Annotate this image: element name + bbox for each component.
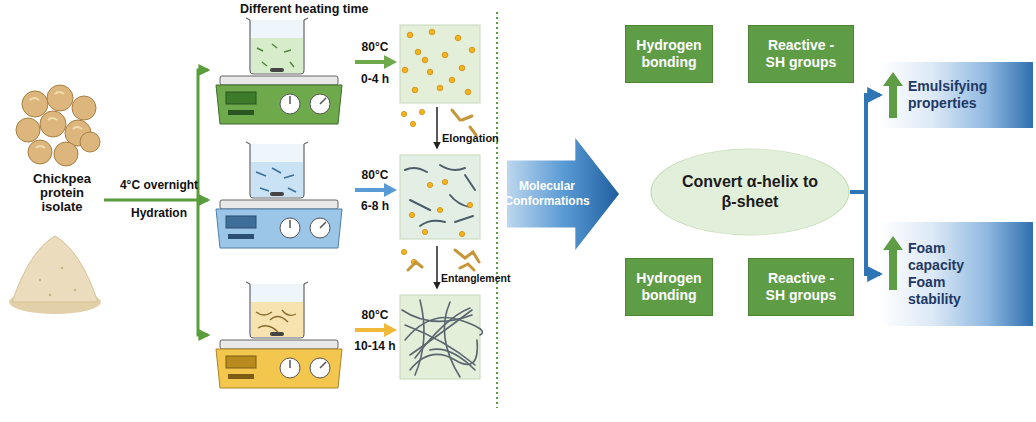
- stirrer-yellow: [216, 282, 342, 388]
- conformation-arrow: Molecular Conformations: [507, 138, 619, 250]
- separator-line: [496, 12, 498, 408]
- text-label: Chickpea protein isolate: [22, 172, 102, 214]
- text-label: Hydration: [114, 206, 204, 220]
- text-label: 80°C: [352, 168, 398, 182]
- text-label: 80°C: [352, 40, 398, 54]
- text-label: 10-14 h: [352, 339, 398, 353]
- flow-connector: [850, 95, 880, 192]
- flow-connector: [850, 192, 880, 274]
- node-text: Reactive -SH groups: [761, 270, 841, 304]
- node-text: Hydrogen bonding: [629, 270, 709, 304]
- heating-arrow: [355, 55, 397, 337]
- outcome-box: Emulsifying properties: [880, 62, 1033, 128]
- factor-box: Hydrogen bonding: [625, 258, 713, 316]
- text-label: 4°C overnight: [114, 178, 204, 192]
- factor-box: Hydrogen bonding: [625, 25, 713, 83]
- node-text: Reactive -SH groups: [761, 37, 841, 71]
- stirrer-green: [216, 18, 342, 124]
- node-text: Foam capacity Foam stability: [908, 240, 988, 308]
- stirrer-blue: [216, 142, 342, 248]
- node-text: Hydrogen bonding: [629, 37, 709, 71]
- conversion-ellipse: Convert α-helix to β-sheet: [650, 148, 850, 236]
- factor-box: Reactive -SH groups: [748, 258, 854, 316]
- outcome-box: Foam capacity Foam stability: [880, 222, 1033, 326]
- increase-arrow: [883, 72, 903, 290]
- chickpea-image: [16, 85, 100, 166]
- text-label: Entanglement: [441, 271, 521, 285]
- factor-box: Reactive -SH groups: [748, 25, 854, 83]
- ellipse-shape: [651, 149, 849, 235]
- node-text: Emulsifying properties: [908, 78, 988, 112]
- text-label: 0-4 h: [352, 72, 398, 86]
- aggregate-image: [400, 25, 480, 103]
- node-text: Molecular Conformations: [504, 179, 589, 209]
- text-label: 80°C: [352, 308, 398, 322]
- node-text: Convert α-helix to β-sheet: [678, 172, 822, 212]
- ellipse-outline: [650, 148, 850, 236]
- powder-image: [9, 236, 101, 314]
- hydration-arrow: [104, 70, 208, 335]
- text-label: 6-8 h: [352, 199, 398, 213]
- fibril-image: [400, 155, 480, 239]
- text-label: Elongation: [442, 131, 502, 145]
- text-label: Different heating time: [240, 2, 410, 16]
- entangled-image: [400, 295, 483, 379]
